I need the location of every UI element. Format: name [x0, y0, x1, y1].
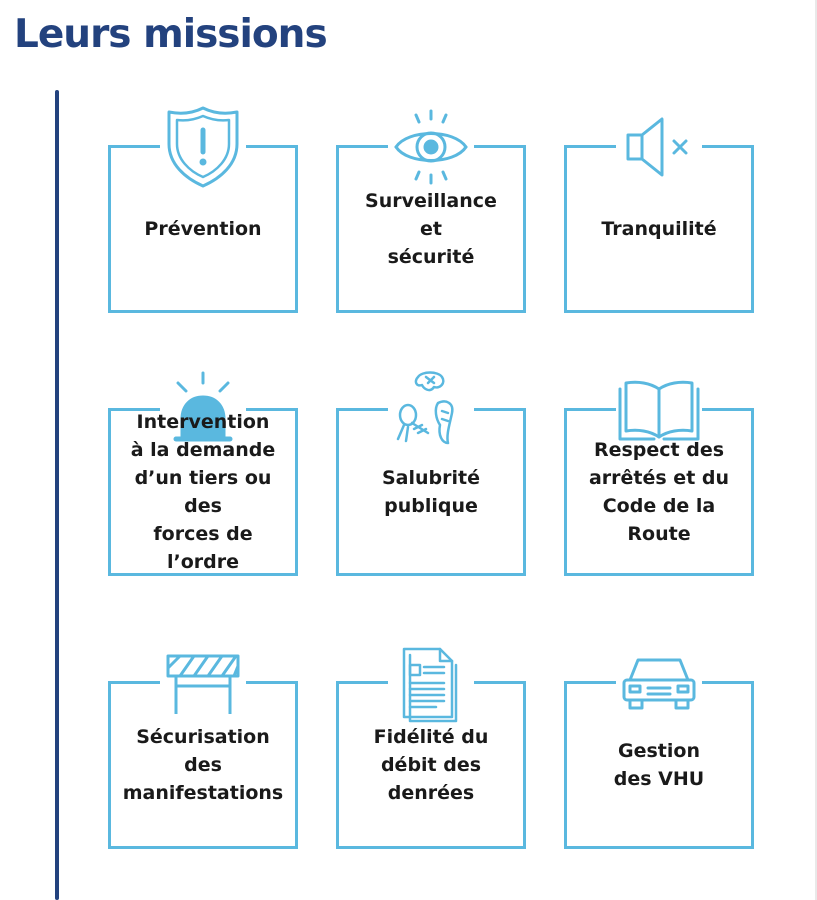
- mission-label: Fidélité du débit des denrées: [373, 726, 489, 804]
- document-icon: [388, 640, 474, 726]
- mission-label: Respect des arrêtés et du Code de la Rou…: [588, 439, 730, 545]
- mission-label: Sécurisation des manifestations: [122, 726, 284, 804]
- mission-card-securisation: Sécurisation des manifestations: [108, 640, 298, 849]
- siren-icon: [160, 367, 246, 453]
- mission-label: Salubrité publique: [382, 467, 480, 517]
- open-book-icon: [616, 367, 702, 453]
- mission-card-salubrite: Salubrité publique: [336, 367, 526, 576]
- mission-label: Intervention à la demande d’un tiers ou …: [130, 411, 276, 573]
- barrier-icon: [160, 640, 246, 726]
- mission-label: Gestion des VHU: [613, 740, 705, 790]
- eye-icon: [388, 104, 474, 190]
- mission-label: Prévention: [144, 218, 262, 240]
- page-edge: [815, 0, 817, 900]
- mission-card-prevention: Prévention: [108, 104, 298, 313]
- waste-icon: [388, 367, 474, 453]
- section-divider-line: [55, 90, 59, 900]
- car-icon: [616, 640, 702, 726]
- mission-card-intervention: Intervention à la demande d’un tiers ou …: [108, 367, 298, 576]
- mission-label: Surveillance et sécurité: [365, 190, 497, 268]
- mission-label: Tranquilité: [601, 218, 717, 240]
- mission-card-tranquilite: Tranquilité: [564, 104, 754, 313]
- shield-alert-icon: [160, 104, 246, 190]
- speaker-mute-icon: [616, 104, 702, 190]
- mission-card-fidelite: Fidélité du débit des denrées: [336, 640, 526, 849]
- mission-card-gestion-vhu: Gestion des VHU: [564, 640, 754, 849]
- mission-card-respect: Respect des arrêtés et du Code de la Rou…: [564, 367, 754, 576]
- page-title: Leurs missions: [14, 12, 328, 57]
- mission-card-surveillance: Surveillance et sécurité: [336, 104, 526, 313]
